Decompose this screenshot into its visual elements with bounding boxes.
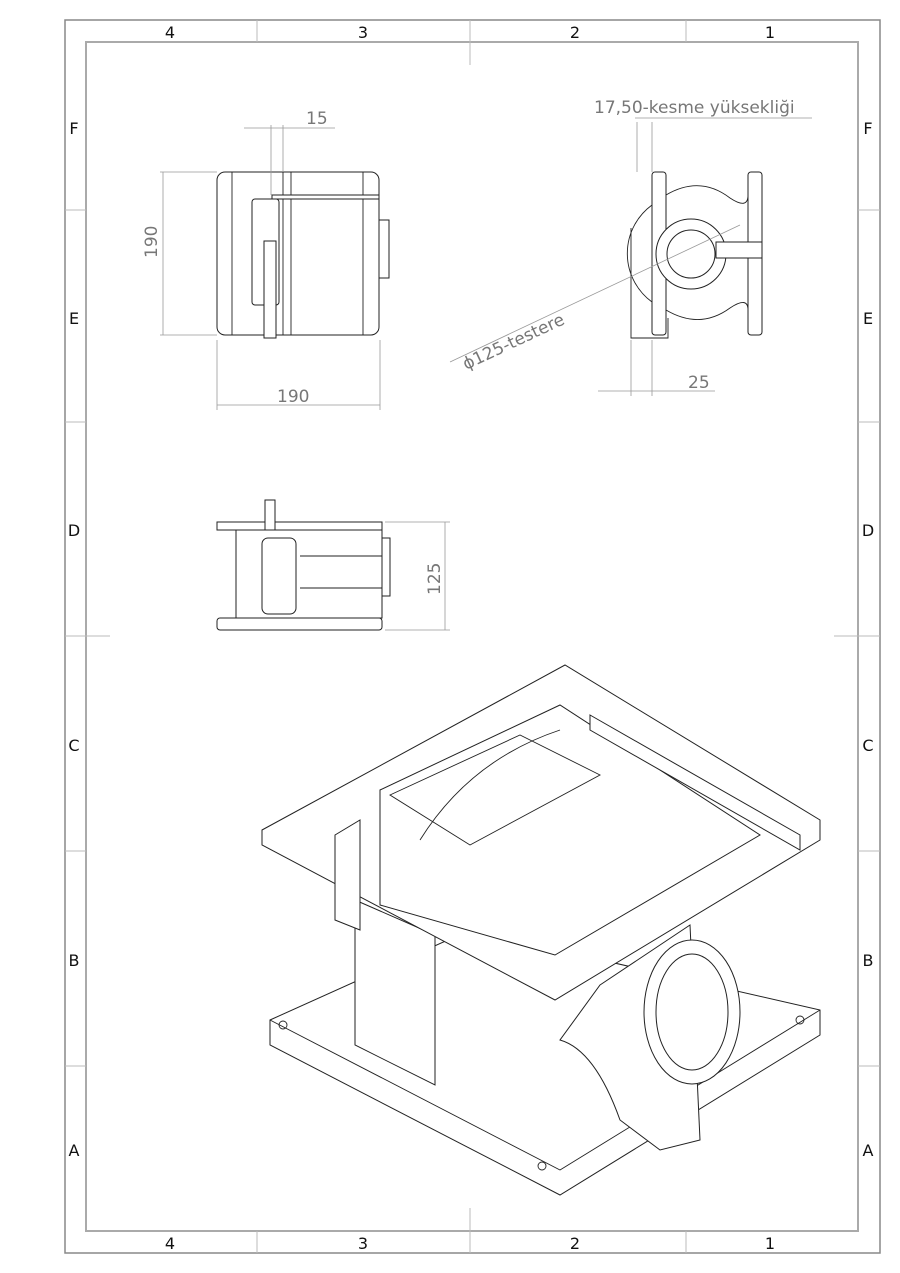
dimension-blade-diameter: ϕ125-testere bbox=[460, 310, 568, 375]
row-label-f: F bbox=[69, 119, 78, 138]
dimension-side-offset: 25 bbox=[688, 373, 710, 393]
column-label-2: 2 bbox=[570, 23, 580, 42]
top-view bbox=[216, 499, 450, 631]
zone-dividers bbox=[65, 20, 880, 1253]
dimension-front-height: 190 bbox=[142, 226, 162, 258]
row-label-a: A bbox=[69, 1141, 80, 1160]
column-label-1-bottom: 1 bbox=[765, 1234, 775, 1253]
dimension-front-offset: 15 bbox=[306, 109, 328, 129]
column-label-2-bottom: 2 bbox=[570, 1234, 580, 1253]
row-label-b-right: B bbox=[863, 951, 874, 970]
row-label-b: B bbox=[69, 951, 80, 970]
isometric-view bbox=[261, 664, 821, 1196]
row-label-e: E bbox=[69, 309, 79, 328]
dimension-top-height: 125 bbox=[425, 563, 445, 595]
column-label-3-bottom: 3 bbox=[358, 1234, 368, 1253]
row-label-d-right: D bbox=[862, 521, 874, 540]
row-label-e-right: E bbox=[863, 309, 873, 328]
column-label-1: 1 bbox=[765, 23, 775, 42]
row-label-d: D bbox=[68, 521, 80, 540]
front-view bbox=[160, 125, 390, 410]
side-view bbox=[449, 117, 812, 396]
dimension-cut-height: 17,50-kesme yüksekliği bbox=[594, 98, 795, 118]
dimension-front-width: 190 bbox=[277, 387, 309, 407]
row-label-a-right: A bbox=[863, 1141, 874, 1160]
row-label-c-right: C bbox=[862, 736, 873, 755]
column-label-4-bottom: 4 bbox=[165, 1234, 175, 1253]
row-label-f-right: F bbox=[863, 119, 872, 138]
column-label-4: 4 bbox=[165, 23, 175, 42]
column-label-3: 3 bbox=[358, 23, 368, 42]
row-label-c: C bbox=[68, 736, 79, 755]
